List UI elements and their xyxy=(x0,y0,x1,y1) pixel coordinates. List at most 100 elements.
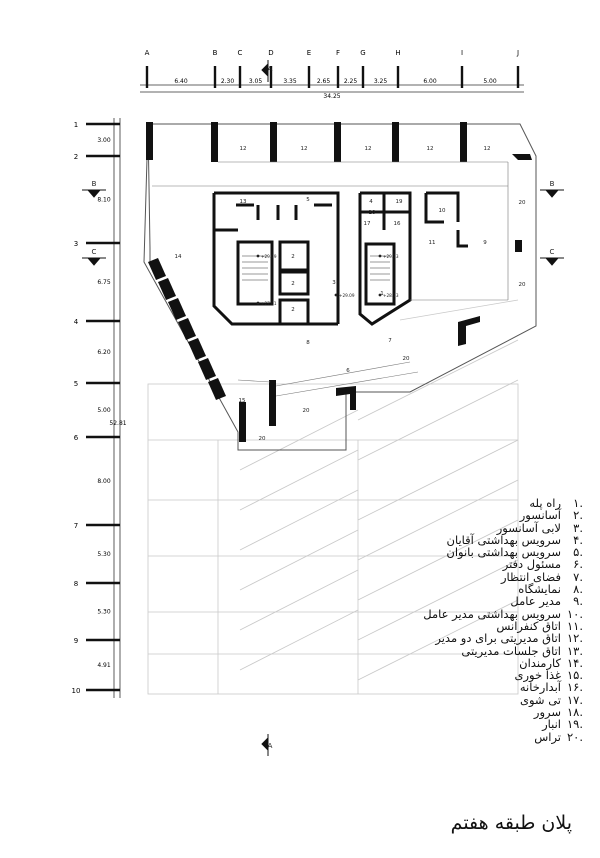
level-mark: +27.01 xyxy=(261,301,277,306)
legend-number: .۱۵ xyxy=(566,668,583,683)
grid-row-label: 8 xyxy=(74,580,78,588)
room-number: 2 xyxy=(291,254,295,260)
legend-item: .۷ فضای انتظار xyxy=(355,569,583,584)
legend-item: .۳ لابی آسانسور xyxy=(355,520,583,535)
legend-label: فضای انتظار xyxy=(501,569,561,584)
room-number: 4 xyxy=(369,199,373,205)
grid-col-label: B xyxy=(213,49,218,57)
legend-item: .۱۷ تی شوی xyxy=(355,692,583,707)
legend-item: .۱۵ غذا خوری xyxy=(355,668,583,683)
room-number: 7 xyxy=(388,338,392,344)
building-outline xyxy=(143,123,537,451)
legend-number: .۶ xyxy=(573,557,583,572)
section-label: B xyxy=(92,180,97,188)
col-dimension: 3.05 xyxy=(249,78,263,85)
grid-col-label: J xyxy=(516,49,519,57)
legend-number: .۱۷ xyxy=(566,692,583,707)
section-label: B xyxy=(550,180,555,188)
legend-number: .۱۸ xyxy=(566,705,583,720)
grid-row-label: 6 xyxy=(74,434,79,442)
row-dimension: 6.20 xyxy=(97,349,111,356)
legend-item: .۵ سرویس بهداشتی بانوان xyxy=(355,545,583,560)
room-number: 13 xyxy=(240,199,247,205)
grid-col-label: A xyxy=(145,49,150,57)
room-number: 12 xyxy=(240,146,247,152)
legend-label: آبدارخانه xyxy=(519,680,561,695)
room-number: 9 xyxy=(483,240,487,246)
legend-number: .۱۲ xyxy=(566,631,583,646)
legend-label: غذا خوری xyxy=(514,668,561,683)
room-number: 12 xyxy=(484,146,491,152)
level-marker-dot xyxy=(378,293,382,297)
row-dimension: 8.10 xyxy=(97,197,111,204)
legend-label: سرور xyxy=(533,705,561,720)
grid-row-label: 7 xyxy=(74,522,78,530)
room-number: 8 xyxy=(306,340,310,346)
row-dimension: 5.00 xyxy=(97,407,111,414)
legend-label: لابی آسانسور xyxy=(496,520,561,535)
legend-label: مسئول دفتر xyxy=(502,557,561,572)
legend-number: .۲۰ xyxy=(566,729,583,744)
room-number: 20 xyxy=(519,200,526,206)
col-dimension: 5.00 xyxy=(483,78,497,85)
level-marker-dot xyxy=(256,254,260,258)
legend-label: سرویس بهداشتی آقایان xyxy=(446,532,561,547)
grid-row-label: 4 xyxy=(74,318,79,326)
grid-col-label: G xyxy=(360,49,365,57)
grid-col-label: I xyxy=(461,49,463,57)
legend-label: اتاق جلسات مدیریتی xyxy=(461,643,561,658)
grid-row-label: 10 xyxy=(72,687,81,695)
legend-item: .۱۸ سرور xyxy=(355,705,583,720)
col-dimension: 6.40 xyxy=(174,78,188,85)
section-label: C xyxy=(92,248,97,256)
grid-col-label: H xyxy=(395,49,400,57)
legend-number: .۱ xyxy=(573,496,583,510)
legend-number: .۳ xyxy=(573,520,583,535)
legend-number: .۱۶ xyxy=(566,680,583,695)
col-dimension: 2.65 xyxy=(317,78,331,85)
room-number: 20 xyxy=(519,282,526,288)
col-dimension: 2.25 xyxy=(344,78,358,85)
grid-col-label: D xyxy=(268,49,273,57)
grid-row-label: 3 xyxy=(74,240,78,248)
legend-label: سرویس بهداشتی بانوان xyxy=(446,545,561,560)
facade-fins xyxy=(148,258,226,400)
room-number: 20 xyxy=(403,356,410,362)
legend-label: اتاق کنفرانس xyxy=(496,618,561,633)
room-number: 19 xyxy=(396,199,403,205)
legend-number: .۵ xyxy=(573,545,583,560)
room-number: 2 xyxy=(291,281,295,287)
room-number: 12 xyxy=(301,146,308,152)
legend-label: کارمندان xyxy=(519,655,561,670)
stair-treads xyxy=(242,255,390,281)
room-number: 20 xyxy=(259,436,266,442)
grid-col-label: C xyxy=(238,49,243,57)
legend-label: تی شوی xyxy=(519,692,561,707)
level-marker-dot xyxy=(256,301,260,305)
room-number: 10 xyxy=(439,208,446,214)
room-number: 15 xyxy=(239,398,246,404)
col-total-dimension: 34.25 xyxy=(323,93,340,100)
room-number: 11 xyxy=(429,240,436,246)
legend-number: .۱۰ xyxy=(566,606,583,621)
room-number: 5 xyxy=(306,197,310,203)
legend-label: انبار xyxy=(542,717,561,732)
legend-number: .۷ xyxy=(573,569,583,584)
section-markers xyxy=(82,60,564,756)
grid-col-label: E xyxy=(307,49,311,57)
legend-label: آسانسور xyxy=(519,508,561,523)
legend-label: تراس xyxy=(534,729,561,744)
legend-number: .۱۴ xyxy=(566,655,583,670)
row-dimension: 5.30 xyxy=(97,609,111,616)
core-walls xyxy=(212,191,468,326)
row-total-dimension: 52.81 xyxy=(109,420,126,427)
room-number: 10 xyxy=(369,210,376,216)
